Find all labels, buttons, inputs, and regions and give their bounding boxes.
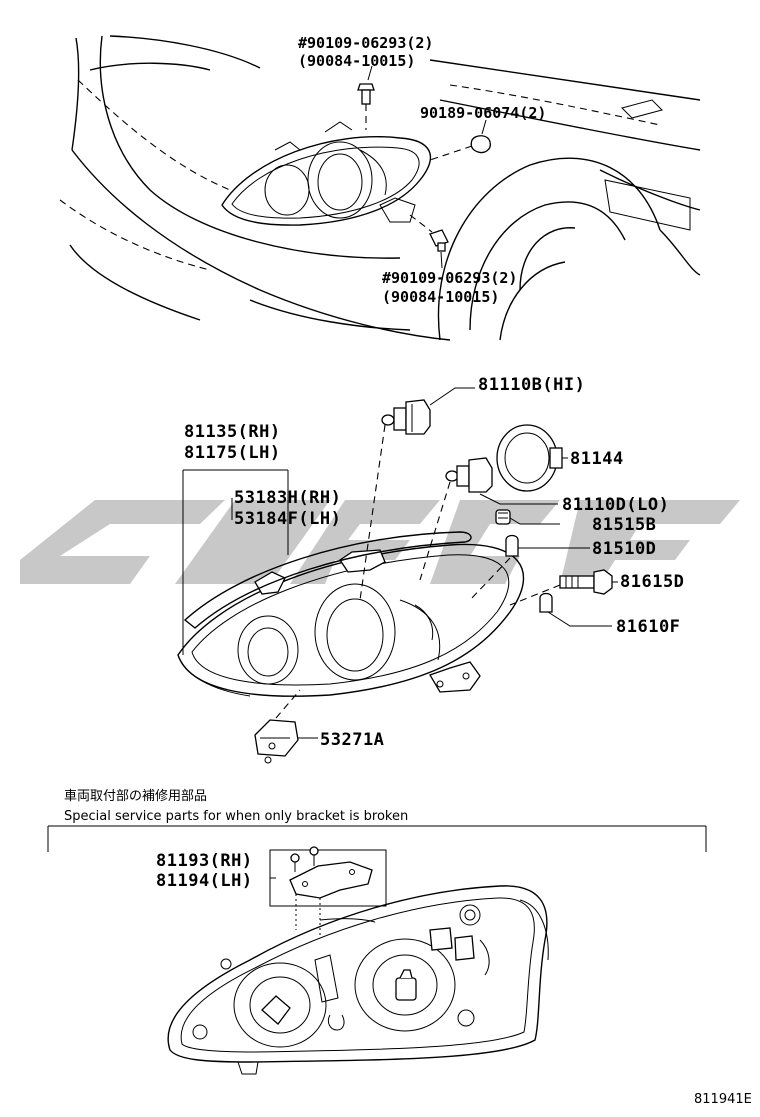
bolt-lower-icon xyxy=(429,229,449,252)
callout-ring: 81144 xyxy=(570,449,624,469)
service-bracket-illustration xyxy=(167,846,549,1075)
callout-bolt-lower-1: #90109-06293(2) xyxy=(382,269,517,287)
callout-bulb-lo: 81110D(LO) xyxy=(562,495,669,515)
bulb-81610f-icon xyxy=(539,592,553,613)
callout-bolt-upper-1: #90109-06293(2) xyxy=(298,34,433,52)
socket-81615d-icon xyxy=(559,569,613,595)
callout-bracket: 53271A xyxy=(320,730,384,750)
clip-icon xyxy=(470,135,491,154)
bracket-53271a-icon xyxy=(254,719,299,764)
screw-icon xyxy=(290,846,319,872)
bolt-upper-icon xyxy=(357,83,375,105)
note-english: Special service parts for when only brac… xyxy=(64,809,408,824)
car-front-illustration xyxy=(59,35,701,341)
callout-bracket-lh: 81194(LH) xyxy=(156,871,253,891)
callout-bulb-hi: 81110B(HI) xyxy=(478,375,585,395)
socket-81515b-icon xyxy=(495,509,511,525)
callout-housing-rh: 81135(RH) xyxy=(184,422,281,442)
diagram-code: 811941E xyxy=(694,1092,752,1107)
exploded-headlamp-illustration xyxy=(177,387,618,764)
callout-socket-b: 81515B xyxy=(592,515,656,535)
callout-bulb-f: 81610F xyxy=(616,617,680,637)
callout-bolt-lower-2: (90084-10015) xyxy=(382,288,499,306)
bulb-lo-icon xyxy=(445,457,493,493)
ring-81144-icon xyxy=(496,424,563,492)
callout-housing-lh: 81175(LH) xyxy=(184,443,281,463)
callout-molding-lh: 53184F(LH) xyxy=(234,509,341,529)
note-japanese: 車両取付部の補修用部品 xyxy=(64,789,207,804)
callout-clip: 90189-06074(2) xyxy=(420,104,546,122)
callout-bracket-rh: 81193(RH) xyxy=(156,851,253,871)
service-parts-frame xyxy=(47,825,707,907)
callout-socket-d: 81615D xyxy=(620,572,684,592)
bulb-81510d-icon xyxy=(505,534,519,557)
callout-molding-rh: 53183H(RH) xyxy=(234,488,341,508)
callout-bulb-d: 81510D xyxy=(592,539,656,559)
callout-bolt-upper-2: (90084-10015) xyxy=(298,52,415,70)
bulb-hi-icon xyxy=(381,399,431,435)
